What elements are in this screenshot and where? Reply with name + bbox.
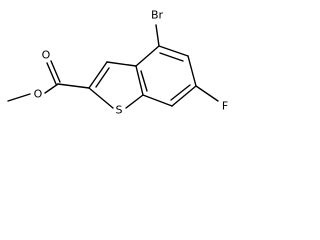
bond-c4-c5 xyxy=(158,45,189,57)
bond-carbonyl-double-a xyxy=(46,62,57,85)
bond-carbonyl-c2 xyxy=(57,83,90,89)
bond-oxygen-carbonyl-carbon xyxy=(44,83,59,94)
bond-c2-c3 xyxy=(88,61,108,89)
bond-c4-c5-inner xyxy=(159,52,184,62)
atom-label-fluorine: F xyxy=(222,100,228,113)
bond-methyl-oxygen xyxy=(7,93,31,102)
bond-s1-c7a xyxy=(125,94,144,109)
bond-c7-c7a xyxy=(142,94,173,107)
atom-label-carbonyl-oxygen: O xyxy=(42,49,51,62)
bond-c3a-c4 xyxy=(135,45,160,67)
molecule-drawing: Br F S O O xyxy=(7,9,229,117)
bond-c5-c6 xyxy=(187,55,197,87)
bond-c6-c7-inner xyxy=(170,84,191,101)
bond-c6-fluorine xyxy=(195,85,219,102)
bond-carbonyl-double-b xyxy=(50,60,61,83)
atom-label-ester-oxygen: O xyxy=(34,88,43,101)
bond-c3a-c7a-inner xyxy=(140,70,148,92)
bond-c2-s1 xyxy=(88,87,114,109)
atom-label-layer: Br F S O O xyxy=(34,9,229,117)
bond-layer xyxy=(7,24,219,109)
bond-c3a-c7a xyxy=(135,65,144,96)
bond-c2-c3-inner xyxy=(95,67,110,88)
atom-label-sulfur: S xyxy=(116,104,123,117)
bond-c3-c3a xyxy=(106,61,137,67)
atom-label-bromine: Br xyxy=(151,9,164,22)
bond-c4-bromine xyxy=(155,24,160,47)
bond-c6-c7 xyxy=(171,85,197,107)
structure-canvas: Br F S O O xyxy=(7,9,229,117)
